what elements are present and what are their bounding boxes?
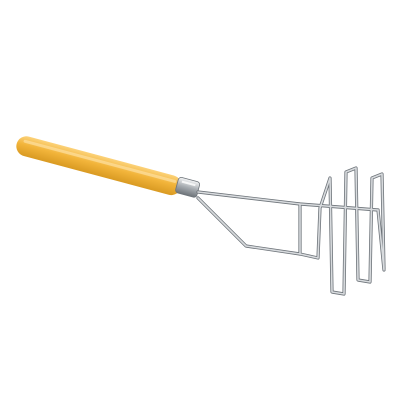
wooden-handle (16, 136, 182, 196)
wire-masher-head (196, 166, 386, 296)
metal-ferrule (175, 176, 201, 198)
